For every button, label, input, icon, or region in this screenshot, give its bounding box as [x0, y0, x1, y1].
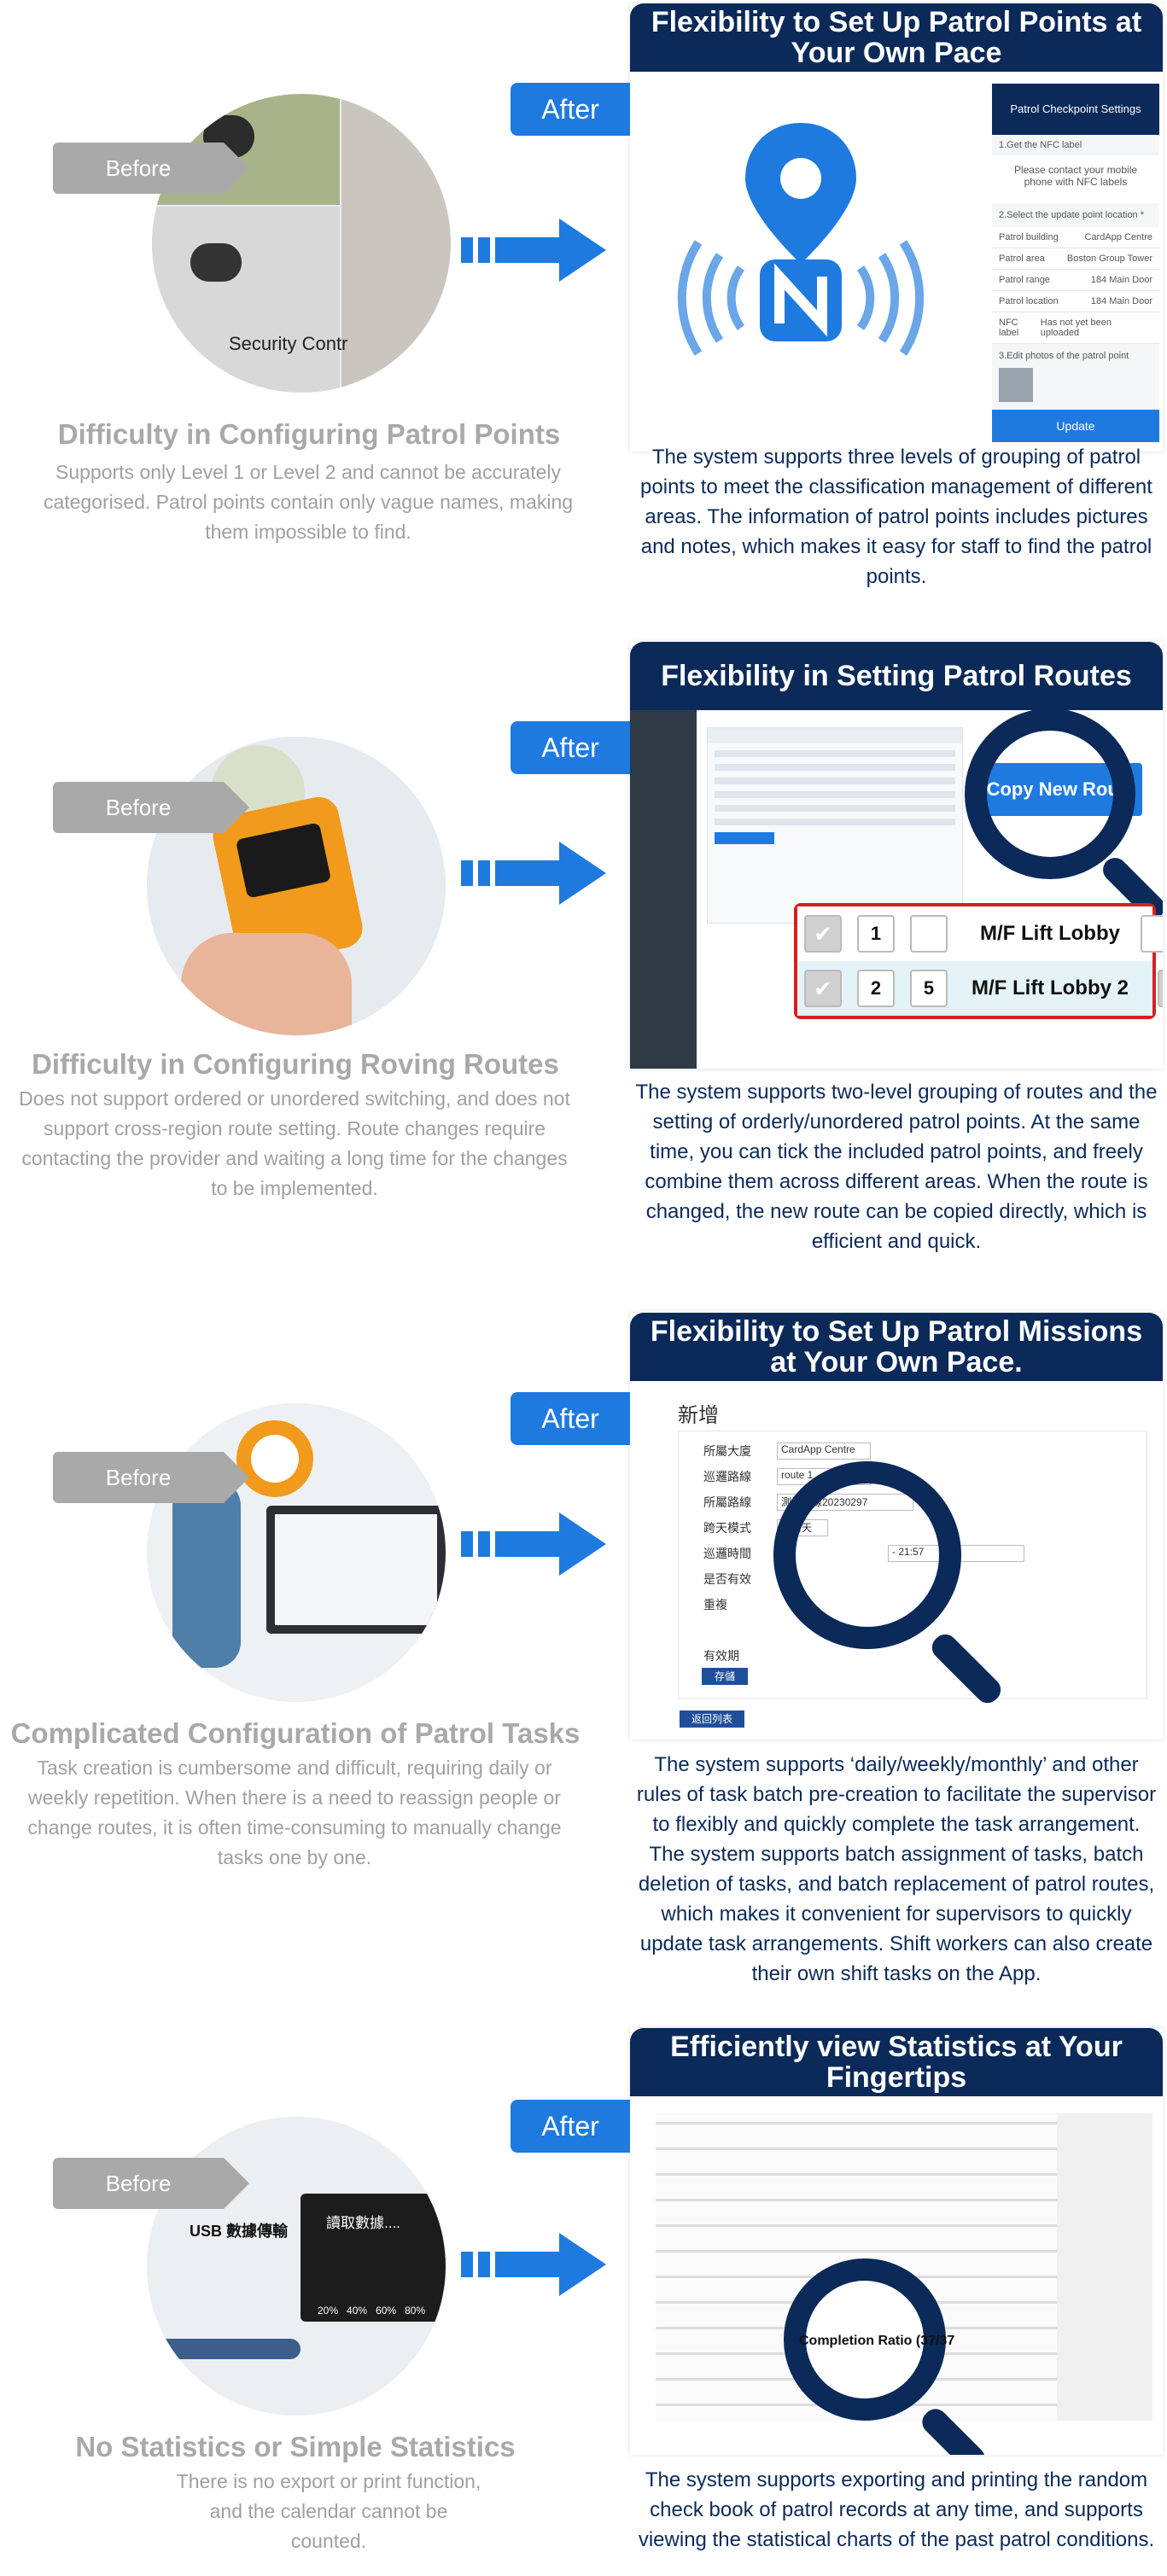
before-desc: Task creation is cumbersome and difficul… [27, 1757, 562, 1868]
section-title: Flexibility in Setting Patrol Routes [630, 642, 1163, 710]
admin-table [707, 727, 963, 924]
before-title: Difficulty in Configuring Roving Routes [32, 1048, 559, 1080]
update-button[interactable]: Update [992, 410, 1159, 442]
checkbox[interactable] [1141, 915, 1163, 953]
section-title: Flexibility to Set Up Patrol Points at Y… [630, 3, 1163, 72]
route-point-name: M/F Lift Lobby 2 [972, 976, 1129, 1000]
section-title: Efficiently view Statistics at Your Fing… [630, 2028, 1163, 2096]
after-desc: The system supports ‘daily/weekly/monthl… [636, 1753, 1157, 1985]
after-desc: The system supports exporting and printi… [638, 2468, 1155, 2551]
route-points-box [794, 903, 1156, 1019]
progress-percents: 20%40%60%80% [318, 2305, 426, 2317]
magnifier-icon [773, 1461, 961, 1649]
form-row[interactable]: 有效期 [703, 1649, 739, 1663]
magnifier-icon [965, 708, 1135, 879]
after-panel-patrol-points: Flexibility to Set Up Patrol Points at Y… [630, 3, 1163, 452]
phone-step2: 2.Select the update point location * [999, 210, 1145, 220]
before-desc: Supports only Level 1 or Level 2 and can… [43, 461, 574, 543]
section-patrol-points: Security Contr Before After Flexibility … [0, 0, 1167, 632]
before-badge: Before [53, 782, 249, 833]
section-title: Flexibility to Set Up Patrol Missions at… [630, 1313, 1163, 1381]
completion-ratio: Completion Ratio (37/37 [799, 2334, 955, 2348]
after-badge: After [511, 2100, 630, 2153]
route-point-name: M/F Lift Lobby [980, 922, 1120, 945]
before-badge: Before [53, 1452, 249, 1503]
photo-sign-text: Security Contr [229, 333, 348, 354]
section-patrol-missions: Before After Flexibility to Set Up Patro… [0, 1309, 1167, 1985]
before-badge: Before [53, 2158, 249, 2209]
before-photo-device [147, 737, 446, 1035]
before-title: Complicated Configuration of Patrol Task… [10, 1717, 581, 1749]
sequence-field[interactable]: 2 [857, 970, 895, 1007]
phone-step3: 3.Edit photos of the patrol point [999, 351, 1129, 361]
phone-step1: 1.Get the NFC label [999, 140, 1082, 150]
form-row[interactable]: 是否有效 [703, 1572, 751, 1586]
checkbox[interactable]: ✔ [1158, 970, 1163, 1007]
form-heading: 新增 [678, 1404, 719, 1427]
back-to-list-button[interactable]: 返回列表 [680, 1711, 744, 1728]
before-badge: Before [53, 143, 249, 194]
after-badge: After [511, 83, 630, 136]
after-badge: After [511, 721, 630, 774]
arrow-right-icon [461, 842, 606, 905]
after-panel-statistics: Efficiently view Statistics at Your Fing… [630, 2028, 1163, 2455]
save-button[interactable]: 存儲 [702, 1668, 748, 1685]
before-desc: Does not support ordered or unordered sw… [19, 1087, 570, 1199]
after-desc: The system supports three levels of grou… [640, 446, 1152, 588]
route-point-row[interactable]: ✔ 2 5 M/F Lift Lobby 2 ✔ [804, 970, 1163, 1007]
records-side-list [1057, 2113, 1152, 2421]
before-title: Difficulty in Configuring Patrol Points [57, 418, 561, 450]
after-panel-patrol-routes: Flexibility in Setting Patrol Routes Cop… [630, 642, 1163, 1069]
order-field[interactable] [910, 915, 948, 953]
task-form [678, 1431, 1147, 1699]
phone-checkpoint-settings: Patrol Checkpoint Settings 1.Get the NFC… [992, 84, 1159, 442]
form-row[interactable]: 重複 [703, 1598, 727, 1611]
arrow-right-icon [461, 219, 606, 282]
after-badge: After [511, 1392, 630, 1445]
sequence-field[interactable]: 1 [857, 915, 895, 953]
admin-sidebar [630, 710, 697, 1069]
phone-contact: Please contact your mobile phone with NF… [992, 155, 1159, 203]
before-photo-scanner [147, 1403, 446, 1702]
reading-label: 讀取數據.... [326, 2215, 400, 2231]
after-desc: The system supports two-level grouping o… [635, 1081, 1158, 1253]
phone-photo-thumb[interactable] [999, 368, 1033, 402]
usb-label: USB 數據傳輸 [190, 2223, 289, 2240]
nfc-location-icon [677, 123, 925, 356]
order-field[interactable]: 5 [910, 970, 948, 1007]
section-patrol-routes: Before After Flexibility in Setting Patr… [0, 638, 1167, 1270]
arrow-right-icon [461, 2233, 606, 2296]
checkbox[interactable]: ✔ [804, 915, 842, 953]
checkbox[interactable]: ✔ [804, 970, 842, 1007]
before-desc: There is no export or print function, an… [176, 2470, 481, 2552]
phone-header: Patrol Checkpoint Settings [992, 84, 1159, 135]
before-title: No Statistics or Simple Statistics [75, 2431, 516, 2462]
section-statistics: USB 數據傳輸 讀取數據.... 20%40%60%80% Before Af… [0, 2023, 1167, 2576]
after-panel-patrol-missions: Flexibility to Set Up Patrol Missions at… [630, 1313, 1163, 1740]
arrow-right-icon [461, 1512, 606, 1576]
route-point-row[interactable]: ✔ 1 M/F Lift Lobby [804, 915, 1163, 953]
before-photo-patrol-point: Security Contr [152, 94, 451, 393]
